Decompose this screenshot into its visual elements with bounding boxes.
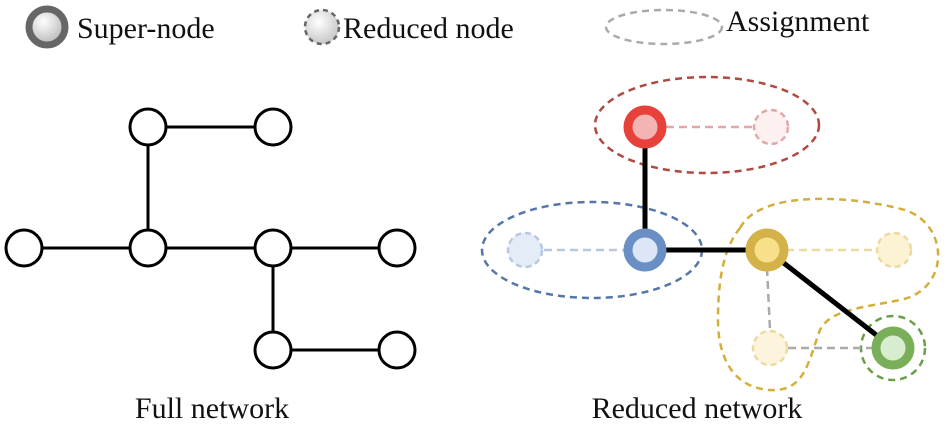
full-network: Full network (4, 107, 417, 425)
legend-assignment: Assignment (604, 5, 870, 46)
assignment-icon (604, 8, 724, 46)
legend-reduced-node: Reduced node (303, 8, 514, 46)
super-node-red (623, 105, 667, 149)
super-node-icon (25, 5, 69, 49)
reduced-node-gold (751, 329, 789, 367)
reduced-node-gold (875, 231, 913, 269)
reduced-node-red (752, 108, 790, 146)
legend-super-node: Super-node (25, 5, 215, 49)
super-node-green (871, 326, 915, 370)
legend-assignment-label: Assignment (726, 5, 870, 38)
assignment-link (765, 267, 772, 331)
full-node (4, 228, 44, 268)
legend-super-node-label: Super-node (77, 12, 215, 45)
assignment-region-red (593, 75, 821, 175)
reduced-network: Reduced network (480, 75, 940, 425)
reduced-edge (765, 248, 895, 350)
full-node (253, 228, 293, 268)
full-node (377, 228, 417, 268)
full-node (377, 330, 417, 370)
assignment-region-gold (716, 197, 940, 392)
reduced-node-icon (303, 8, 341, 46)
legend-reduced-node-label: Reduced node (343, 12, 514, 45)
full-node (253, 330, 293, 370)
super-node-blue (623, 228, 667, 272)
reduced-network-caption: Reduced network (592, 392, 803, 425)
legend: Super-node Reduced node Assignment (25, 5, 870, 49)
super-node-gold (745, 228, 789, 272)
full-network-caption: Full network (135, 392, 289, 425)
full-node (253, 107, 293, 147)
full-node (128, 107, 168, 147)
full-node (128, 228, 168, 268)
reduced-node-blue (506, 231, 544, 269)
